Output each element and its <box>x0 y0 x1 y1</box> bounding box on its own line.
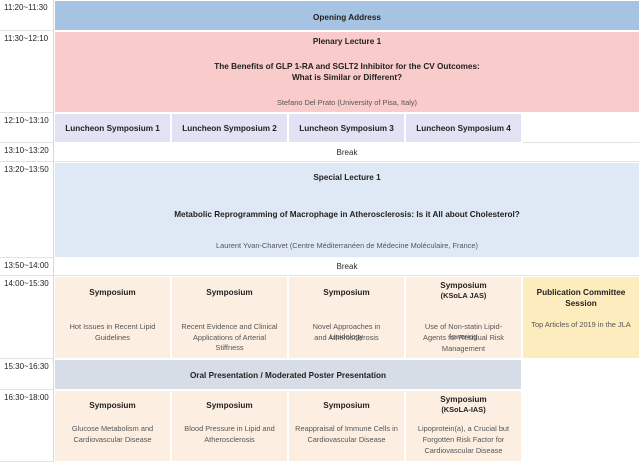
symposium-tag: (KSoLA-IAS) <box>441 405 486 414</box>
symposium-heading: Symposium <box>89 288 136 297</box>
symposium-tag: (KSoLA JAS) <box>440 291 487 300</box>
symposium-topic-line2: Forgotten Risk Factor for <box>422 435 505 444</box>
symposium-heading: Symposium <box>323 288 370 297</box>
symposium-heading: Symposium <box>89 401 136 410</box>
symposium-topic-line1: Use of Non-statin Lipid-lowering <box>424 322 503 341</box>
symposium-cell[interactable]: Symposium (KSoLA JAS) Use of Non-statin … <box>405 276 522 359</box>
special-lecture-cell[interactable]: Special Lecture 1 Metabolic Reprogrammin… <box>54 162 640 258</box>
symposium-topic-line2: Cardiovascular Disease <box>307 435 386 444</box>
publication-committee-cell[interactable]: Publication Committee Session Top Articl… <box>522 276 640 359</box>
symposium-cell[interactable]: Symposium Novel Approaches in Lipidology… <box>288 276 405 359</box>
time-cell: 11:30~12:10 <box>0 31 54 113</box>
symposium-topic-line2: and Atherosclerosis <box>314 333 379 342</box>
plenary-title-line2: What is Similar or Different? <box>291 73 403 82</box>
symposium-heading: Symposium <box>440 281 487 290</box>
time-cell: 15:30~16:30 <box>0 359 54 390</box>
break-label: Break <box>336 262 358 271</box>
symposium-topic-line1: Reappraisal of Immune Cells in <box>295 424 398 433</box>
time-cell: 16:30~18:00 <box>0 390 54 462</box>
special-heading: Special Lecture 1 <box>313 173 381 182</box>
symposium-topic-line1: Novel Approaches in Lipidology <box>312 322 381 341</box>
symposium-topic-line2: Agents for Residual Risk <box>423 333 504 342</box>
special-speaker: Laurent Yvan-Charvet (Centre Méditerrané… <box>216 241 478 250</box>
symposium-heading: Symposium <box>440 395 487 404</box>
oral-presentation-cell[interactable]: Oral Presentation / Moderated Poster Pre… <box>54 359 522 390</box>
luncheon-label: Luncheon Symposium 1 <box>65 124 160 133</box>
special-title: Metabolic Reprogramming of Macrophage in… <box>174 210 520 219</box>
time-cell: 12:10~13:10 <box>0 113 54 143</box>
symposium-topic-line2: Cardiovascular Disease <box>73 435 152 444</box>
symposium-heading: Symposium <box>206 401 253 410</box>
empty-cell <box>522 113 640 143</box>
break-cell: Break <box>54 143 640 162</box>
plenary-title-line1: The Benefits of GLP 1-RA and SGLT2 Inhib… <box>214 62 480 71</box>
symposium-cell[interactable]: Symposium (KSoLA-IAS) Lipoprotein(a), a … <box>405 390 522 462</box>
empty-cell <box>522 359 640 390</box>
symposium-cell[interactable]: Symposium Hot Issues in Recent Lipid Gui… <box>54 276 171 359</box>
opening-address-title: Opening Address <box>313 13 381 22</box>
symposium-cell[interactable]: Symposium Reappraisal of Immune Cells in… <box>288 390 405 462</box>
symposium-topic-line1: Recent Evidence and Clinical <box>181 322 278 331</box>
symposium-cell[interactable]: Symposium Recent Evidence and Clinical A… <box>171 276 288 359</box>
luncheon-symposium-3[interactable]: Luncheon Symposium 3 <box>288 113 405 143</box>
symposium-topic-line2: Atherosclerosis <box>204 435 255 444</box>
break-label: Break <box>336 148 358 157</box>
luncheon-symposium-1[interactable]: Luncheon Symposium 1 <box>54 113 171 143</box>
luncheon-label: Luncheon Symposium 2 <box>182 124 277 133</box>
plenary-lecture-cell[interactable]: Plenary Lecture 1 The Benefits of GLP 1-… <box>54 31 640 113</box>
symposium-heading: Symposium <box>206 288 253 297</box>
time-cell: 11:20~11:30 <box>0 0 54 31</box>
symposium-heading: Symposium <box>323 401 370 410</box>
oral-presentation-title: Oral Presentation / Moderated Poster Pre… <box>189 371 387 380</box>
plenary-heading: Plenary Lecture 1 <box>312 37 382 46</box>
luncheon-symposium-2[interactable]: Luncheon Symposium 2 <box>171 113 288 143</box>
empty-cell <box>522 390 640 462</box>
symposium-cell[interactable]: Symposium Glucose Metabolism and Cardiov… <box>54 390 171 462</box>
symposium-topic-line3: Management <box>441 344 486 353</box>
luncheon-label: Luncheon Symposium 4 <box>416 124 511 133</box>
break-cell: Break <box>54 258 640 276</box>
publication-heading-line2: Session <box>565 299 597 308</box>
time-cell: 13:20~13:50 <box>0 162 54 258</box>
publication-topic: Top Articles of 2019 in the JLA <box>531 320 631 329</box>
luncheon-label: Luncheon Symposium 3 <box>299 124 394 133</box>
time-cell: 13:50~14:00 <box>0 258 54 276</box>
symposium-topic-line2: Applications of Arterial Stiffness <box>192 333 267 352</box>
time-cell: 14:00~15:30 <box>0 276 54 359</box>
time-cell: 13:10~13:20 <box>0 143 54 162</box>
symposium-topic-line2: Guidelines <box>95 333 130 342</box>
symposium-topic-line3: Cardiovascular Disease <box>424 446 503 455</box>
symposium-cell[interactable]: Symposium Blood Pressure in Lipid and At… <box>171 390 288 462</box>
symposium-topic-line1: Glucose Metabolism and <box>71 424 154 433</box>
publication-heading-line1: Publication Committee <box>536 288 626 297</box>
symposium-topic-line1: Blood Pressure in Lipid and <box>184 424 275 433</box>
symposium-topic-line1: Hot Issues in Recent Lipid <box>69 322 156 331</box>
symposium-topic-line1: Lipoprotein(a), a Crucial but <box>417 424 510 433</box>
opening-address-cell[interactable]: Opening Address <box>54 0 640 31</box>
luncheon-symposium-4[interactable]: Luncheon Symposium 4 <box>405 113 522 143</box>
plenary-speaker: Stefano Del Prato (University of Pisa, I… <box>276 98 418 107</box>
